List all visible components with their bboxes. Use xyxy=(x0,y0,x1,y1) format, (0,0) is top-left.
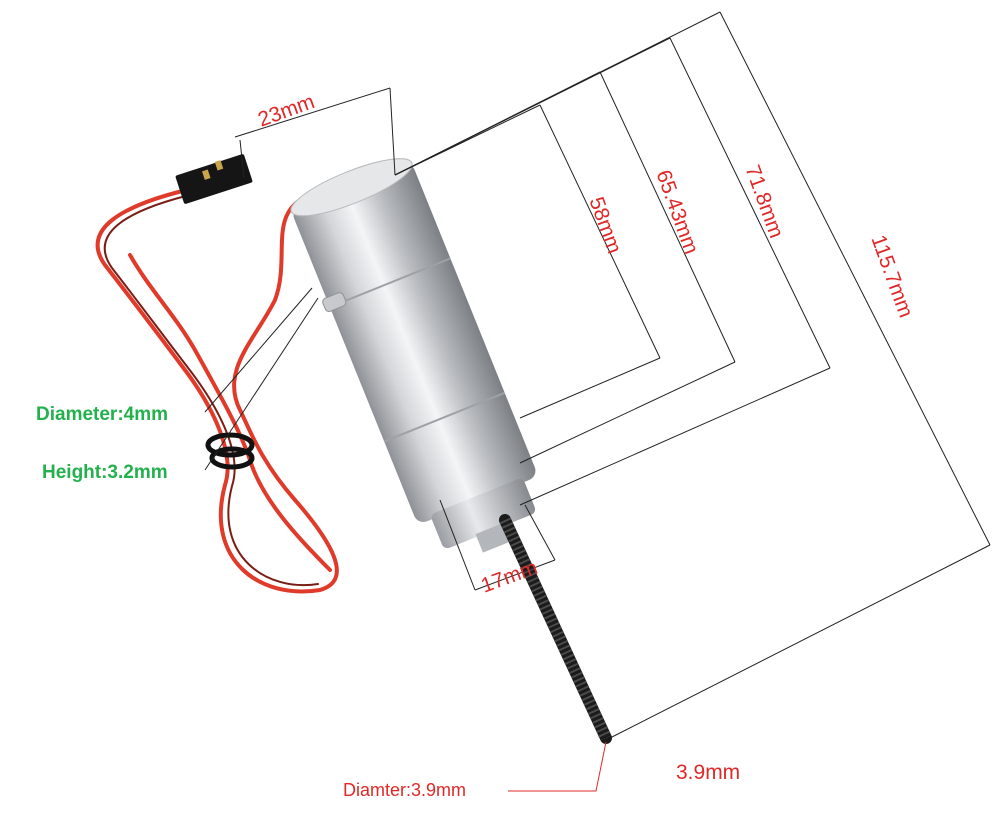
callout-pin-diameter: Diameter:4mm xyxy=(36,404,168,425)
gear-motor xyxy=(290,158,536,553)
wire-harness xyxy=(95,186,339,594)
callout-screw-diameter: Diamter:3.9mm xyxy=(343,780,467,800)
lead-screw xyxy=(499,514,612,744)
callout-lines xyxy=(204,287,607,792)
dupont-connector xyxy=(175,154,253,204)
dimension-lines xyxy=(234,11,991,739)
screw-diameter-value: 3.9mm xyxy=(676,761,741,784)
callout-pin-height: Height:3.2mm xyxy=(42,462,168,483)
